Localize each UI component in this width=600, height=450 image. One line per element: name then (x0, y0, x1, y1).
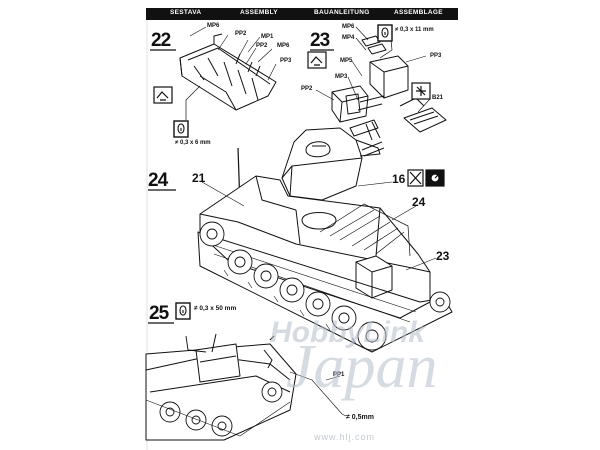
part-label-b21: B21 (432, 95, 444, 101)
step24-no-glue-icon (407, 169, 424, 187)
step23-pe-icon (411, 82, 431, 100)
header-label-sestava: SESTAVA (170, 9, 202, 16)
step22-cut-icon (153, 86, 173, 104)
header-label-assembly: ASSEMBLY (240, 9, 278, 16)
wire-spec-step22: ≠ 0,3 x 6 mm (175, 140, 211, 146)
wire-spec-step23: ≠ 0,3 x 11 mm (395, 27, 434, 33)
step24-drawing (197, 127, 453, 353)
step24-cement-icon (425, 169, 445, 187)
part-label-pp2-a: PP2 (235, 31, 247, 37)
step23-drawing (315, 26, 447, 141)
part-label-mp3: MP3 (335, 74, 348, 80)
part-label-mp1: MP1 (261, 34, 274, 40)
header-bar: SESTAVA ASSEMBLY BAUANLEITUNG ASSEMBLAGE (146, 8, 458, 20)
part-label-mp6-c: MP6 (342, 24, 355, 30)
callout-21: 21 (192, 171, 206, 185)
page-edge (146, 20, 148, 450)
step22-wire-icon (173, 120, 189, 138)
part-label-mp4: MP4 (342, 35, 355, 41)
part-label-pp1: PP1 (333, 372, 345, 378)
watermark-brand-bottom: Japan (286, 333, 438, 401)
part-label-mp6-a: MP6 (207, 23, 220, 29)
detail-spec-step25: ≠ 0,5mm (346, 414, 374, 421)
part-label-mp5: MP5 (340, 58, 353, 64)
callout-24: 24 (412, 195, 426, 209)
step-number-22: 22 (151, 30, 171, 51)
step25-drawing (145, 333, 347, 441)
header-label-assemblage: ASSEMBLAGE (394, 9, 443, 16)
header-label-bauanleitung: BAUANLEITUNG (314, 9, 370, 16)
part-label-pp3-b: PP3 (430, 53, 442, 59)
step23-cut-icon (307, 51, 327, 69)
part-label-mp6-b: MP6 (277, 43, 290, 49)
wire-spec-step25: ≠ 0,3 x 50 mm (194, 305, 237, 312)
step-number-24: 24 (148, 170, 168, 191)
step22-drawing (179, 26, 277, 120)
step25-wire-icon (175, 302, 191, 320)
part-label-pp2-c: PP2 (301, 86, 313, 92)
watermark-brand-top: HobbyLink (270, 316, 425, 349)
callout-16: 16 (392, 172, 406, 186)
step-number-25: 25 (149, 303, 169, 324)
step-number-23: 23 (310, 30, 330, 51)
step23-wire-icon (377, 24, 393, 42)
part-label-pp3: PP3 (280, 58, 292, 64)
part-label-pp2-b: PP2 (256, 43, 268, 49)
watermark-url: www.hlj.com (314, 432, 376, 442)
callout-23: 23 (436, 249, 450, 263)
